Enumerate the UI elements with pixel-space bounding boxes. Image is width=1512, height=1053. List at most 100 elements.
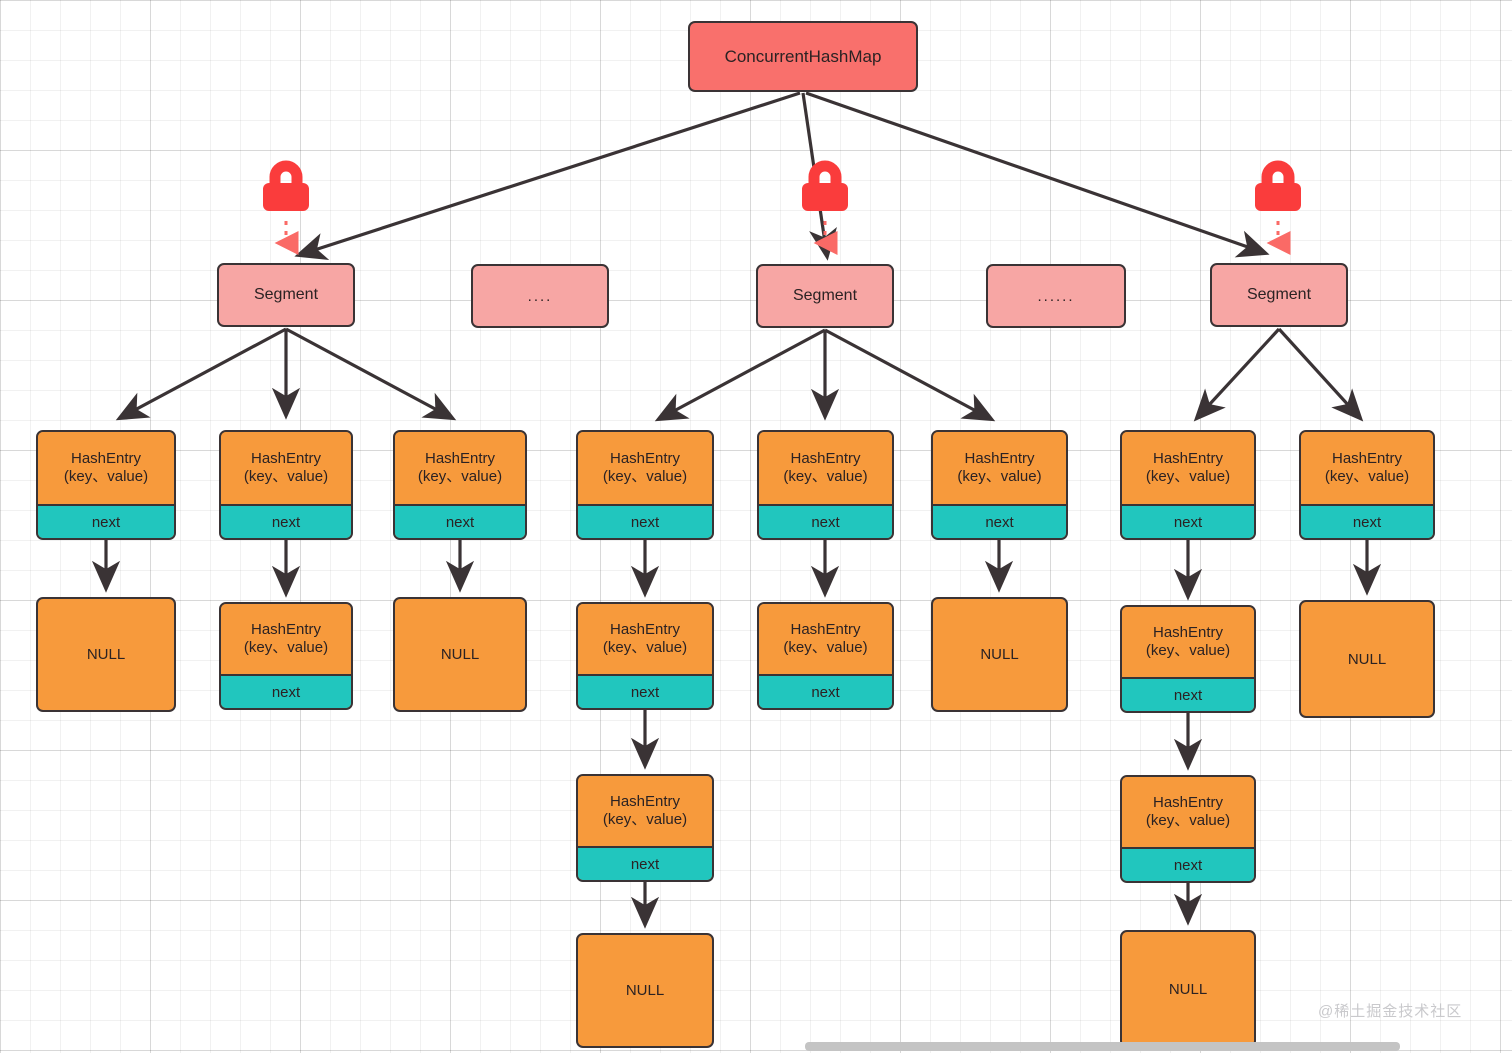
concurrenthashmap-node[interactable]: ConcurrentHashMap <box>688 21 918 92</box>
hashentry-title: HashEntry <box>790 620 861 638</box>
next-label: next <box>1173 513 1203 531</box>
next-pointer[interactable]: next <box>1122 677 1254 711</box>
hashentry-node[interactable]: HashEntry (key、value) next <box>576 430 714 540</box>
null-label: NULL <box>1347 650 1387 668</box>
segment-node-3[interactable]: Segment <box>1210 263 1348 327</box>
hashentry-title: HashEntry <box>964 449 1035 467</box>
next-pointer[interactable]: next <box>38 504 174 538</box>
hashentry-title: HashEntry <box>250 449 322 467</box>
hashentry-title: HashEntry <box>1331 449 1403 467</box>
hashentry-node[interactable]: HashEntry (key、value) next <box>931 430 1068 540</box>
hashentry-kv: (key、value) <box>602 639 688 656</box>
null-node[interactable]: NULL <box>576 933 714 1048</box>
null-label: NULL <box>440 646 480 663</box>
segment-label: Segment <box>792 287 858 304</box>
lock-icon <box>258 157 314 219</box>
hashentry-body: HashEntry (key、value) <box>1122 607 1254 677</box>
hashentry-node[interactable]: HashEntry (key、value) next <box>1120 605 1256 713</box>
next-pointer[interactable]: next <box>1122 847 1254 881</box>
null-node[interactable]: NULL <box>1120 930 1256 1048</box>
hashentry-title: HashEntry <box>250 620 322 638</box>
next-pointer[interactable]: next <box>578 846 712 880</box>
horizontal-scrollbar[interactable] <box>805 1042 1400 1051</box>
lock-icon <box>797 157 853 219</box>
hashentry-body: HashEntry (key、value) <box>38 432 174 504</box>
hashentry-title: HashEntry <box>70 449 142 467</box>
next-pointer[interactable]: next <box>578 674 712 708</box>
next-pointer[interactable]: next <box>578 504 712 538</box>
hashentry-title: HashEntry <box>790 449 861 467</box>
hashentry-kv: (key、value) <box>1145 468 1231 485</box>
next-label: next <box>1352 513 1382 531</box>
segment-placeholder-label: .... <box>527 287 553 305</box>
next-pointer[interactable]: next <box>933 504 1066 538</box>
hashentry-kv: (key、value) <box>243 639 329 656</box>
hashentry-kv: (key、value) <box>783 468 868 485</box>
segment-label: Segment <box>1246 286 1312 303</box>
next-label: next <box>630 513 660 531</box>
hashentry-title: HashEntry <box>424 449 496 467</box>
hashentry-body: HashEntry (key、value) <box>1122 777 1254 847</box>
hashentry-title: HashEntry <box>609 620 681 638</box>
hashentry-kv: (key、value) <box>1324 468 1410 485</box>
hashentry-node[interactable]: HashEntry (key、value) next <box>757 430 894 540</box>
hashentry-body: HashEntry (key、value) <box>933 432 1066 504</box>
hashentry-body: HashEntry (key、value) <box>221 432 351 504</box>
segment-node-2[interactable]: Segment <box>756 264 894 328</box>
watermark: @稀土掘金技术社区 <box>1318 1003 1463 1020</box>
next-pointer[interactable]: next <box>759 674 892 708</box>
hashentry-body: HashEntry (key、value) <box>1301 432 1433 504</box>
null-node[interactable]: NULL <box>393 597 527 712</box>
hashentry-body: HashEntry (key、value) <box>578 604 712 674</box>
segment-placeholder-1[interactable]: .... <box>471 264 609 328</box>
null-node[interactable]: NULL <box>931 597 1068 712</box>
next-pointer[interactable]: next <box>395 504 525 538</box>
hashentry-kv: (key、value) <box>1145 812 1231 829</box>
hashentry-node[interactable]: HashEntry (key、value) next <box>1120 775 1256 883</box>
hashentry-node[interactable]: HashEntry (key、value) next <box>757 602 894 710</box>
hashentry-body: HashEntry (key、value) <box>578 432 712 504</box>
next-pointer[interactable]: next <box>221 674 351 708</box>
hashentry-kv: (key、value) <box>602 468 688 485</box>
hashentry-node[interactable]: HashEntry (key、value) next <box>393 430 527 540</box>
segment-placeholder-2[interactable]: ...... <box>986 264 1126 328</box>
hashentry-kv: (key、value) <box>1145 642 1231 659</box>
next-label: next <box>630 855 660 873</box>
next-label: next <box>630 683 660 701</box>
next-label: next <box>271 513 301 531</box>
hashentry-body: HashEntry (key、value) <box>578 776 712 846</box>
next-label: next <box>1173 856 1203 874</box>
hashentry-node[interactable]: HashEntry (key、value) next <box>1299 430 1435 540</box>
hashentry-kv: (key、value) <box>417 468 503 485</box>
hashentry-node[interactable]: HashEntry (key、value) next <box>576 602 714 710</box>
null-label: NULL <box>980 646 1019 663</box>
null-label: NULL <box>625 982 665 999</box>
hashentry-kv: (key、value) <box>63 468 149 485</box>
next-pointer[interactable]: next <box>1301 504 1433 538</box>
next-label: next <box>1173 686 1203 704</box>
next-pointer[interactable]: next <box>1122 504 1254 538</box>
segment-node-1[interactable]: Segment <box>217 263 355 327</box>
hashentry-node[interactable]: HashEntry (key、value) next <box>1120 430 1256 540</box>
hashentry-node[interactable]: HashEntry (key、value) next <box>219 430 353 540</box>
hashentry-node[interactable]: HashEntry (key、value) next <box>576 774 714 882</box>
lock-icon <box>1250 157 1306 219</box>
null-label: NULL <box>1168 980 1208 998</box>
hashentry-body: HashEntry (key、value) <box>395 432 525 504</box>
null-node[interactable]: NULL <box>1299 600 1435 718</box>
next-pointer[interactable]: next <box>221 504 351 538</box>
next-label: next <box>271 683 301 701</box>
hashentry-body: HashEntry (key、value) <box>1122 432 1254 504</box>
hashentry-kv: (key、value) <box>243 468 329 485</box>
hashentry-title: HashEntry <box>609 792 681 810</box>
next-label: next <box>811 513 840 531</box>
next-pointer[interactable]: next <box>759 504 892 538</box>
hashentry-kv: (key、value) <box>783 639 868 656</box>
hashentry-node[interactable]: HashEntry (key、value) next <box>219 602 353 710</box>
hashentry-kv: (key、value) <box>957 468 1042 485</box>
null-node[interactable]: NULL <box>36 597 176 712</box>
hashentry-title: HashEntry <box>1152 793 1224 811</box>
hashentry-node[interactable]: HashEntry (key、value) next <box>36 430 176 540</box>
next-label: next <box>811 683 840 701</box>
segment-label: Segment <box>253 286 319 303</box>
